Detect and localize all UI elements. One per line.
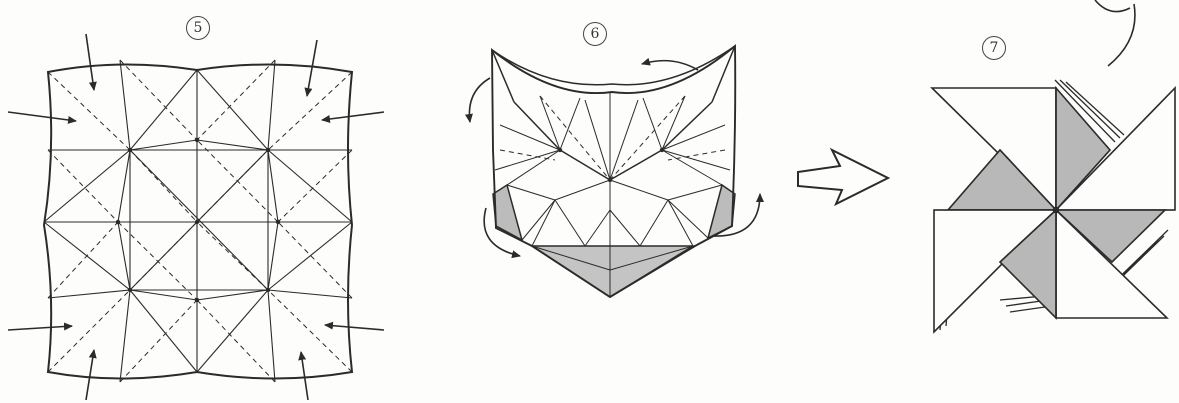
step-5-number: 5 (186, 16, 210, 40)
step-6-number: 6 (583, 22, 607, 46)
step-6-right-flap-shade (708, 185, 735, 238)
arrow-top-left-curve (469, 78, 490, 122)
arrow-bottom-left-up (86, 350, 94, 400)
arrow-bottom-right-up (301, 352, 308, 400)
step-7-number: 7 (982, 36, 1006, 60)
arrow-left-bottom-in (8, 326, 72, 330)
pinwheel-center-pin (1054, 208, 1059, 213)
step-6-top-rim (492, 46, 735, 85)
step-7-pinwheel (932, 0, 1175, 332)
step-5-square (44, 60, 352, 382)
step-6-left-flap-shade (493, 185, 522, 240)
arrow-top-right-down (307, 40, 317, 96)
step-6-figure (492, 46, 735, 297)
next-step-arrow (798, 150, 888, 204)
arrow-right-top-in (322, 112, 384, 120)
arrow-left-top-in (8, 112, 76, 121)
arrow-top-left-down (86, 34, 94, 90)
pinwheel-stick (1095, 0, 1135, 66)
arrow-top-right-curve (642, 61, 698, 70)
arrow-right-bottom-in (325, 325, 384, 330)
